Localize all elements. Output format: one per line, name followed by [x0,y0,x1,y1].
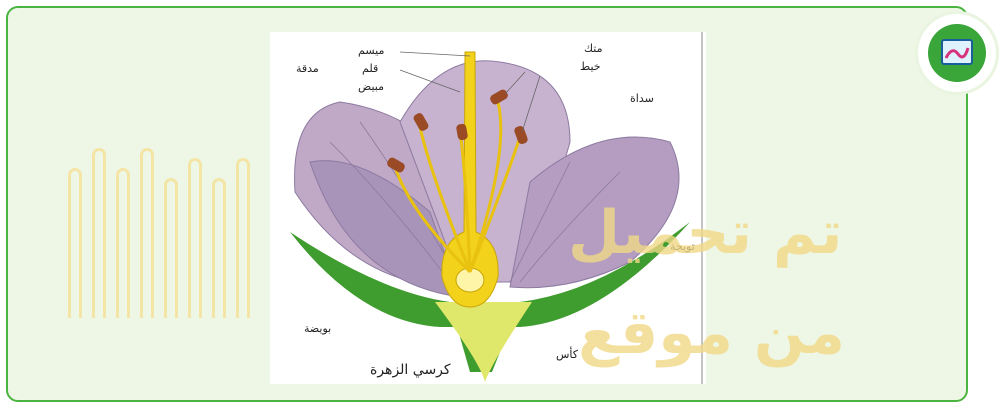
label-style: قلم [362,62,378,75]
label-ovule: بويضة [304,322,331,335]
label-stamen: سداة [630,92,654,105]
label-sepal: كأس [556,348,578,361]
figure-card: ميسم قلم مبيض مدقة متك خيط سداة تويجة بو… [6,6,968,402]
label-filament: خيط [580,60,601,73]
label-receptacle: كرسي الزهرة [370,362,451,378]
watermark-line-2: من موقع [578,298,845,368]
watermark-line-1: تم تحميل [568,198,843,268]
label-ovary: مبيض [358,80,384,93]
label-pistil: مدقة [296,62,319,75]
label-anther: متك [584,42,602,55]
label-stigma: ميسم [358,44,384,57]
chart-card-icon [918,14,996,92]
